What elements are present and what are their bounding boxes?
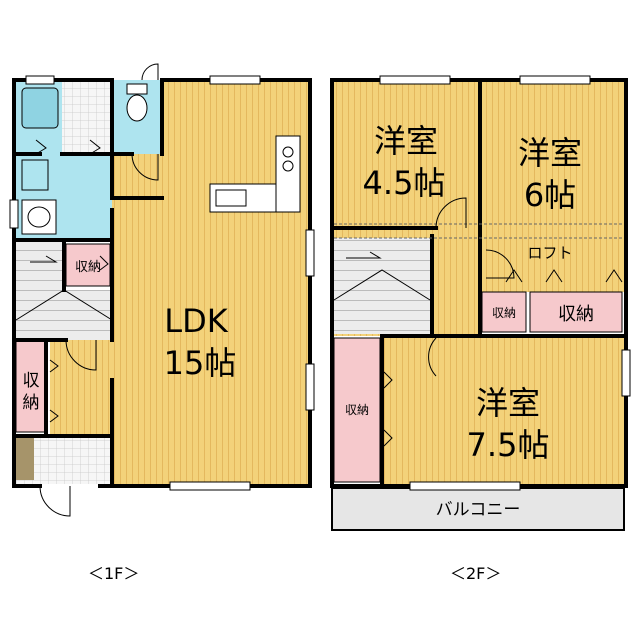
- washroom-upper-right: [112, 154, 162, 198]
- room-2f-c: [384, 336, 624, 484]
- floor-1: LDK 15帖 収納 収 納: [9, 63, 315, 517]
- storage-2f-large: [529, 291, 623, 333]
- doors-2f: [383, 197, 623, 447]
- stairs-2f-step-line: [333, 269, 431, 301]
- windows-2f: [379, 75, 631, 491]
- stairs-1f-lower: [16, 290, 112, 340]
- toilet-bowl: [126, 94, 148, 122]
- floor-1-label: ＜1F＞: [88, 564, 140, 583]
- basin-bowl: [27, 206, 51, 228]
- room-2f-a-name: 洋室: [374, 122, 438, 160]
- ldk-name: LDK: [164, 302, 228, 340]
- storage-2f-large-label: 収納: [558, 304, 594, 325]
- windows-1f: [9, 75, 315, 491]
- stove-burner-icon: [282, 146, 294, 158]
- ldk-lower-left-floor: [50, 340, 114, 436]
- room-2f-c-size: 7.5帖: [467, 426, 550, 464]
- walls-2f: [330, 78, 628, 488]
- storage-1f-b: [15, 339, 47, 433]
- loft-label: ロフト: [527, 244, 572, 262]
- bathtub: [21, 87, 59, 129]
- bath-floor-tile: [62, 80, 112, 154]
- room-2f-b-name: 洋室: [518, 134, 582, 172]
- washer-space: [21, 159, 49, 191]
- storage-2f-left: [333, 337, 381, 483]
- floor-2: 洋室 4.5帖 洋室 6帖 ロフト 収納 収納 収納 洋室 7.5帖 バルコニー: [330, 75, 631, 531]
- storage-1f-b-label-top: 収: [23, 371, 40, 391]
- stairs-1f-arrow: [30, 255, 58, 263]
- room-2f-c-name: 洋室: [476, 384, 540, 422]
- storage-2f-small: [481, 291, 527, 333]
- room-2f-b-size: 6帖: [524, 176, 576, 214]
- loft-boundary: [334, 223, 624, 239]
- toilet-tank: [126, 83, 148, 95]
- storage-1f-b-label-bottom: 納: [23, 393, 40, 413]
- floor-2-label: ＜2F＞: [450, 564, 502, 583]
- stairs-2f-arrow: [346, 251, 382, 259]
- storage-1f-a-label: 収納: [75, 260, 101, 275]
- storage-2f-left-label: 収納: [345, 403, 369, 417]
- storage-2f-small-label: 収納: [492, 306, 516, 320]
- balcony-label: バルコニー: [436, 500, 521, 520]
- room-2f-b: [480, 80, 624, 228]
- doors-1f: [35, 63, 159, 517]
- entrance-shoe-box: [16, 436, 34, 480]
- room-2f-a-size: 4.5帖: [363, 164, 446, 202]
- balcony: [331, 487, 625, 531]
- loft-area: [480, 226, 624, 292]
- room-2f-a: [334, 80, 480, 228]
- stove-burner-icon: [282, 160, 294, 172]
- wash-basin: [21, 199, 57, 235]
- stairs-2f: [334, 238, 430, 334]
- kitchen-counter: [275, 135, 301, 213]
- kitchen-island: [209, 183, 277, 213]
- ldk-size: 15帖: [164, 344, 237, 382]
- kitchen-sink: [215, 189, 247, 207]
